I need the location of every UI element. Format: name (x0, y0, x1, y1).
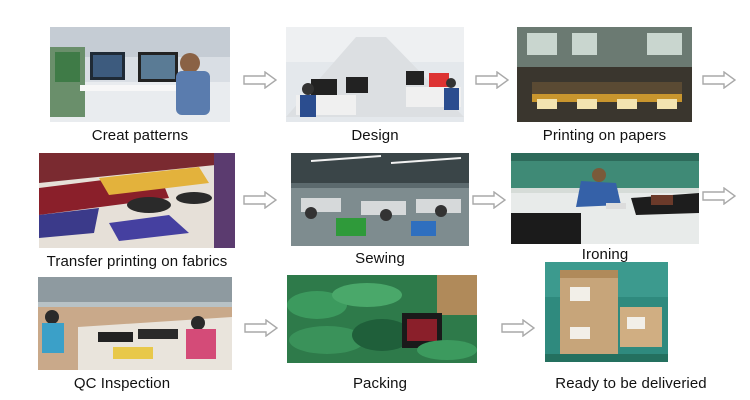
photo-packing (287, 275, 477, 363)
photo-design (286, 27, 464, 122)
step-label: QC Inspection (38, 375, 206, 392)
step-label: Design (286, 127, 464, 144)
arrow-right-icon (501, 319, 535, 337)
photo-ironing (511, 153, 699, 244)
photo-printing-on-papers (517, 27, 692, 122)
step-label: Transfer printing on fabrics (22, 253, 252, 270)
step-label: Sewing (291, 250, 469, 267)
arrow-right-icon (475, 71, 509, 89)
arrow-right-icon (243, 191, 277, 209)
photo-ready-to-deliver (545, 262, 668, 362)
step-label: Packing (300, 375, 460, 392)
arrow-right-icon (702, 187, 736, 205)
step-label: Ready to be deliveried (528, 375, 734, 392)
step-label: Ironing (511, 246, 699, 263)
step-label: Creat patterns (50, 127, 230, 144)
arrow-right-icon (243, 71, 277, 89)
photo-creat-patterns (50, 27, 230, 122)
photo-transfer-printing (39, 153, 235, 248)
step-label: Printing on papers (512, 127, 697, 144)
photo-qc-inspection (38, 277, 232, 370)
photo-sewing (291, 153, 469, 246)
arrow-right-icon (472, 191, 506, 209)
arrow-right-icon (244, 319, 278, 337)
arrow-right-icon (702, 71, 736, 89)
